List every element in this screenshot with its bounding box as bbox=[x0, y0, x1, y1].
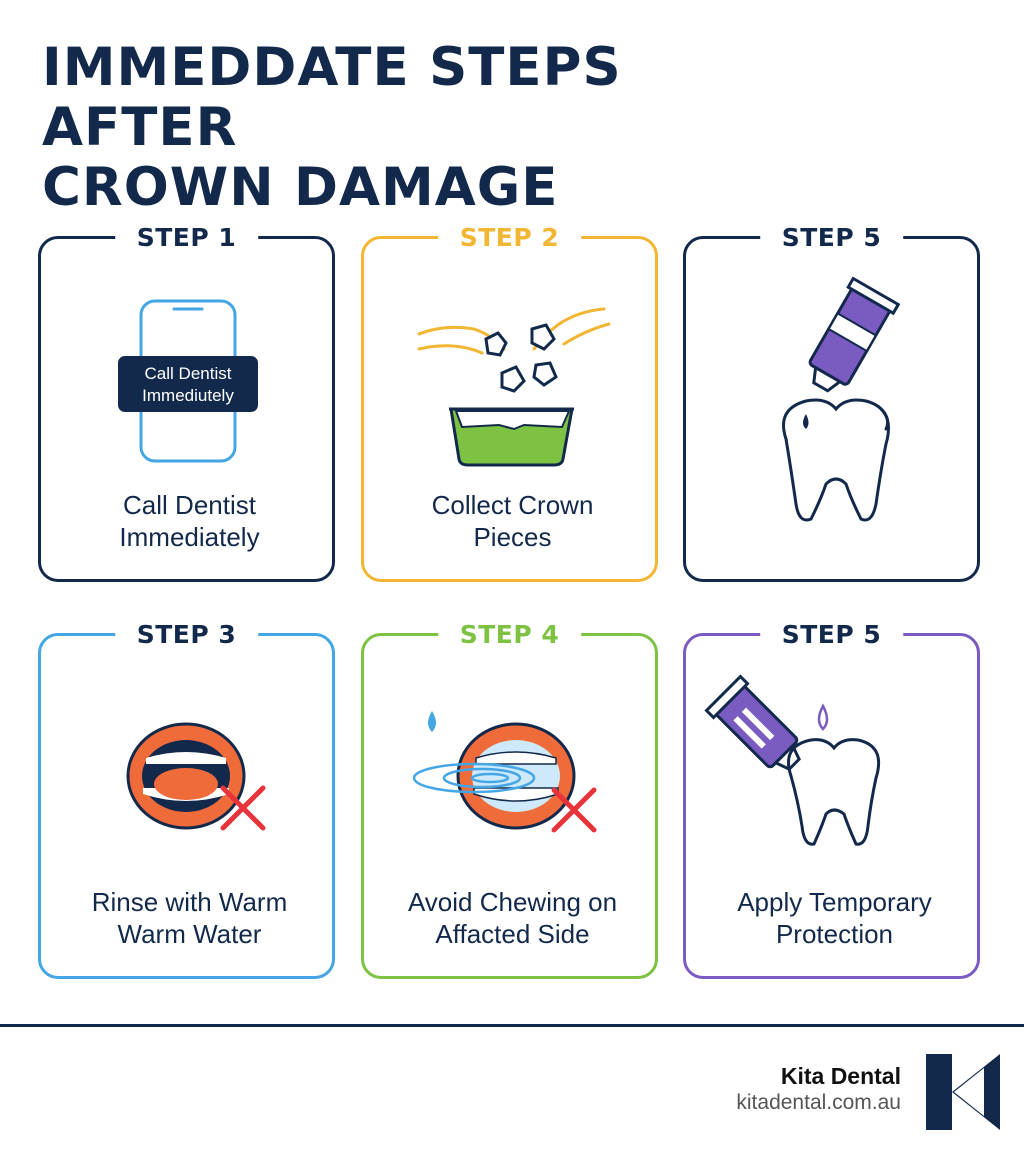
tooth-protection-icon bbox=[686, 666, 983, 886]
step-label: STEP 5 bbox=[759, 620, 904, 650]
step-caption: Rinse with Warm Warm Water bbox=[91, 887, 288, 949]
footer-divider bbox=[0, 1024, 1024, 1027]
title-line-1: IMMEDDATE STEPS AFTER bbox=[42, 37, 622, 158]
step-label: STEP 4 bbox=[437, 620, 582, 650]
step-caption: Call Dentist Immediately bbox=[119, 490, 260, 552]
phone-label-2: Immediutely bbox=[142, 386, 234, 405]
step-card-3: STEP 5 bbox=[683, 223, 983, 582]
brand-name: Kita Dental bbox=[780, 1063, 901, 1089]
tooth-paste-icon bbox=[686, 269, 983, 522]
mouth-rinse-icon bbox=[41, 666, 338, 886]
phone-label-1: Call Dentist bbox=[145, 364, 232, 383]
step-card-1: STEP 1 Call Dentist Immediutely Call Den… bbox=[38, 223, 338, 582]
step-label: STEP 5 bbox=[759, 223, 904, 253]
page-title: IMMEDDATE STEPS AFTER CROWN DAMAGE bbox=[42, 38, 802, 218]
step-caption: Avoid Chewing on Affacted Side bbox=[407, 887, 618, 949]
brand-url[interactable]: kitadental.com.au bbox=[736, 1091, 901, 1114]
step-card-4: STEP 3 Rinse with Warm Warm Water bbox=[38, 620, 338, 979]
step-label: STEP 3 bbox=[114, 620, 259, 650]
step-card-5: STEP 4 Avoid Chewing on Affacted Side bbox=[361, 620, 661, 979]
title-line-2: CROWN DAMAGE bbox=[42, 157, 559, 218]
phone-icon: Call Dentist Immediutely bbox=[41, 269, 338, 489]
kita-logo-icon bbox=[924, 1054, 1002, 1132]
step-caption: Apply Temporary Protection bbox=[737, 887, 932, 949]
step-label: STEP 2 bbox=[437, 223, 582, 253]
step-caption: Collect Crown Pieces bbox=[431, 490, 594, 552]
step-card-6: STEP 5 Apply Temporary Protection bbox=[683, 620, 983, 979]
step-label: STEP 1 bbox=[114, 223, 259, 253]
crown-pieces-icon bbox=[364, 269, 661, 489]
footer-brand: Kita Dental kitadental.com.au bbox=[736, 1062, 901, 1116]
step-card-2: STEP 2 Collect Crown Pieces bbox=[361, 223, 661, 582]
mouth-avoid-icon bbox=[364, 666, 661, 886]
